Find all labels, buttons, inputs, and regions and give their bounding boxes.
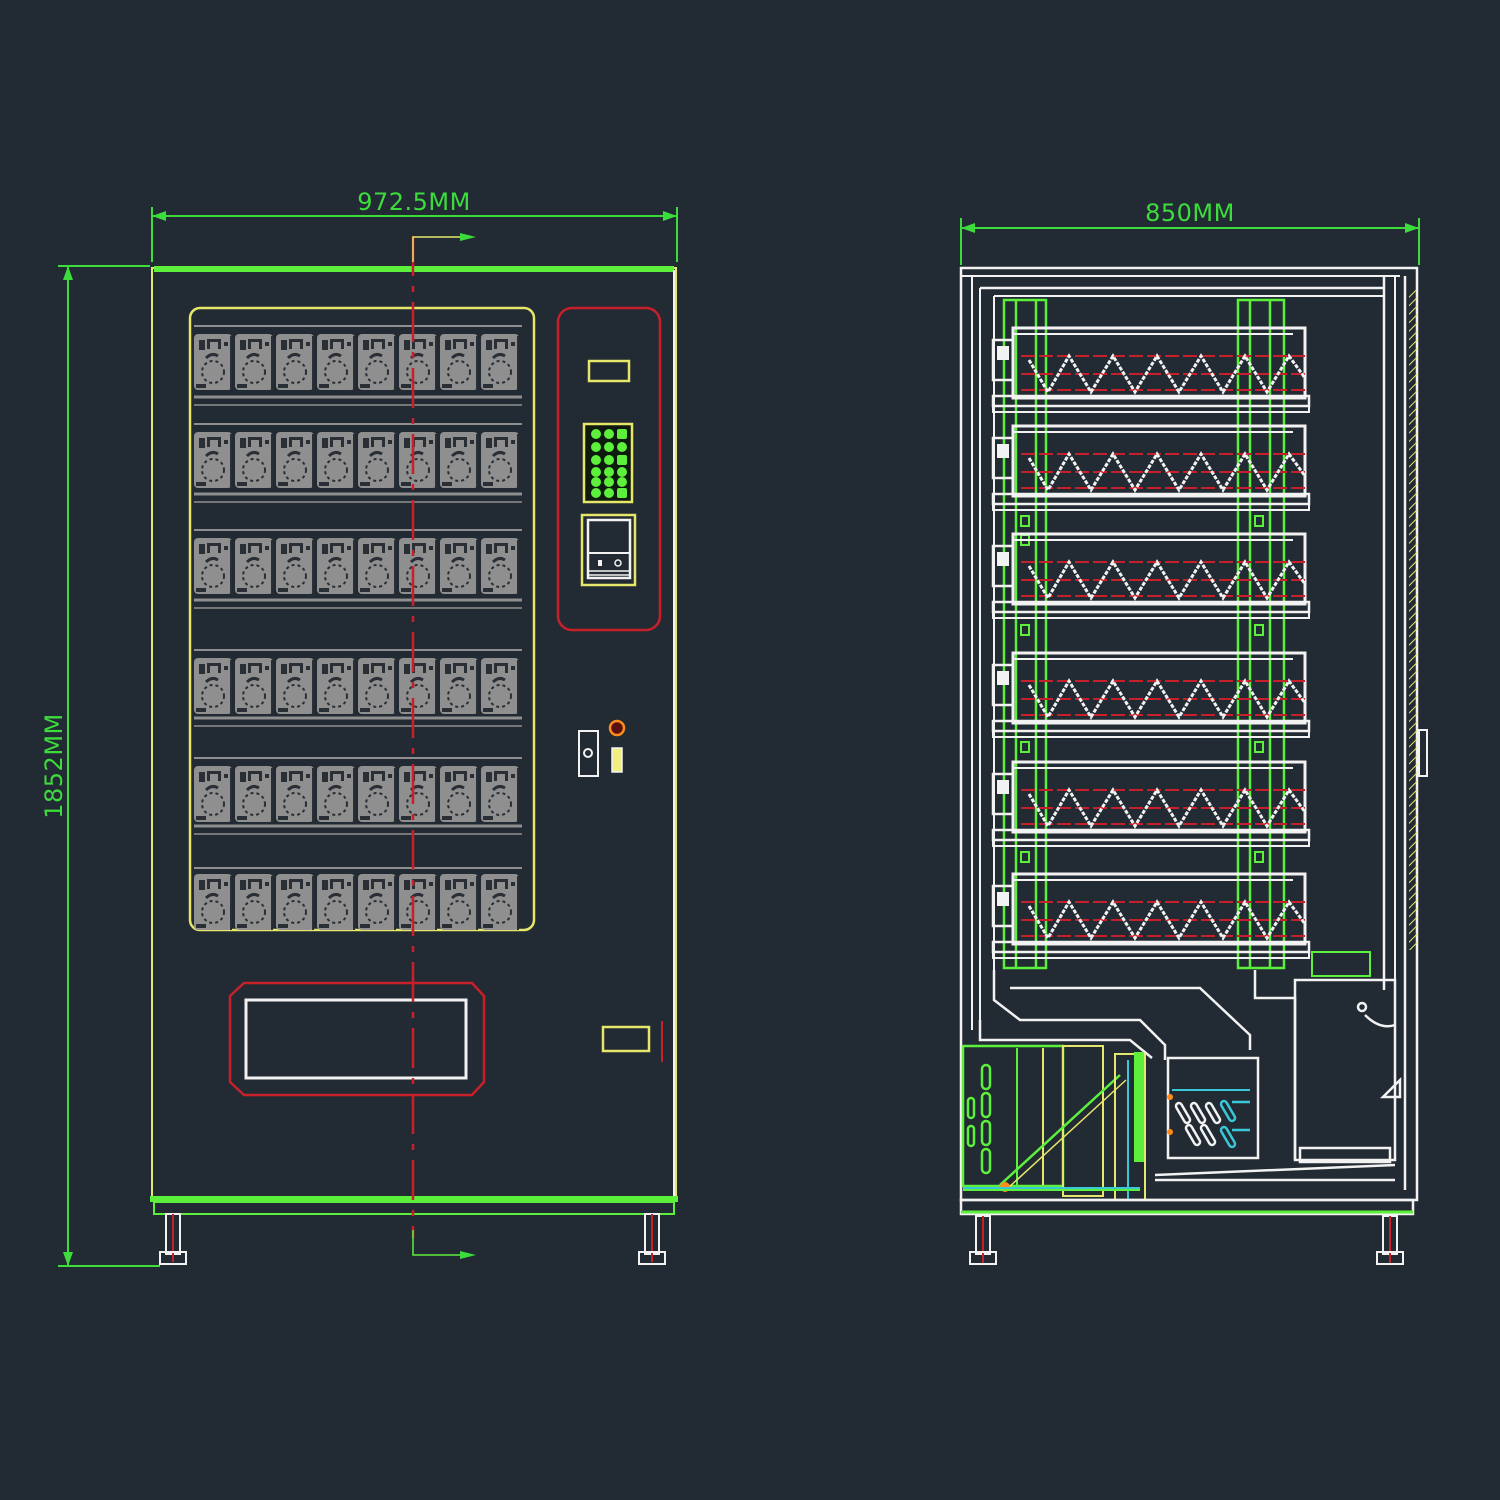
spiral-tray <box>991 872 1311 960</box>
product-row <box>192 325 522 406</box>
condenser <box>961 1044 1065 1188</box>
product-row <box>192 649 522 727</box>
product-row <box>192 757 522 835</box>
cabinet-section <box>959 266 1419 1202</box>
glass-display-window <box>188 306 536 932</box>
section-cut-arrow <box>460 233 476 241</box>
width-label: 972.5MM <box>357 188 471 216</box>
delivery-chute <box>978 970 1402 1182</box>
front-view: 972.5MM 1852MM <box>40 188 678 1267</box>
product-row <box>192 529 522 609</box>
section-cut-arrow <box>460 1251 476 1259</box>
product-row <box>192 867 522 932</box>
price-display <box>587 359 631 383</box>
leveling-foot-right <box>638 1213 666 1265</box>
coin-return-button[interactable] <box>608 719 626 737</box>
depth-label: 850MM <box>1145 199 1235 227</box>
delivery-port[interactable] <box>228 981 486 1097</box>
height-dimension: 1852MM <box>40 265 160 1267</box>
spiral-tray <box>991 424 1311 512</box>
width-dimension: 972.5MM <box>151 188 678 262</box>
side-view: 850MM <box>959 199 1428 1265</box>
product-row <box>192 423 522 503</box>
leveling-foot-left <box>159 1213 187 1265</box>
depth-dimension: 850MM <box>960 199 1420 265</box>
spiral-tray <box>991 760 1311 848</box>
bill-acceptor[interactable] <box>580 513 637 587</box>
tray-rail <box>1002 298 1286 970</box>
refrigeration-unit <box>961 1044 1260 1201</box>
spiral-tray <box>991 651 1311 739</box>
section-line <box>411 233 476 1259</box>
height-label: 1852MM <box>40 713 68 819</box>
leveling-foot-right <box>1376 1215 1404 1265</box>
coin-return-cup[interactable] <box>601 1025 651 1053</box>
spiral-tray <box>991 326 1311 414</box>
control-panel <box>556 306 662 632</box>
keypad[interactable] <box>582 422 634 504</box>
lock <box>578 730 599 777</box>
evaporator <box>1166 1056 1260 1160</box>
coin-slot[interactable] <box>611 747 623 773</box>
spiral-tray <box>991 532 1311 620</box>
door-insulation <box>1409 290 1417 950</box>
leveling-foot-left <box>969 1215 997 1265</box>
